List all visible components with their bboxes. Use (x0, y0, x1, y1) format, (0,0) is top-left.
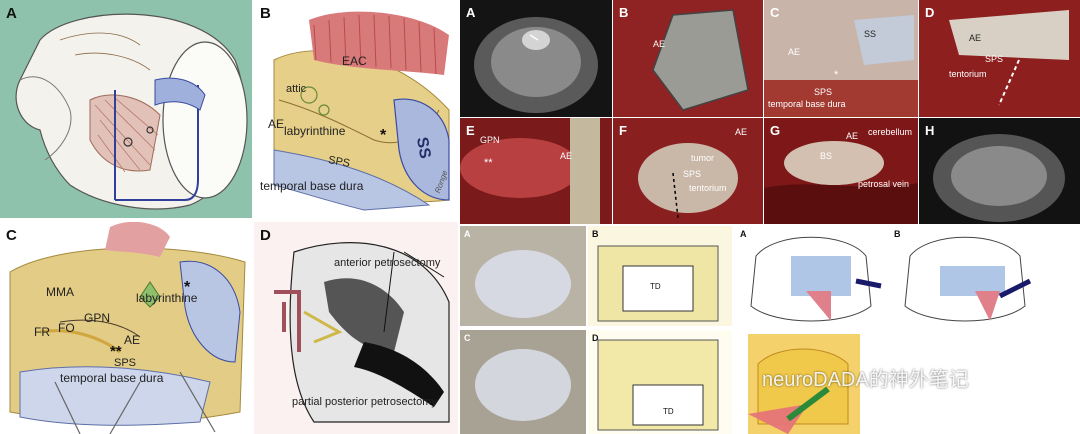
photo-g-petrosal-vein: petrosal vein (858, 179, 910, 189)
photo-e-ae: AE (560, 151, 573, 161)
panel-c-ae: AE (124, 333, 141, 347)
operative-drawing (9, 222, 246, 434)
photo-b-surgery: B AE (613, 0, 763, 117)
cadaver-b-td: TD (650, 282, 661, 291)
fr-label: FR (34, 325, 50, 339)
photo-h-mri: H (919, 118, 1080, 224)
panel-d-label: D (260, 227, 271, 244)
photo-e-label: E (466, 123, 475, 138)
anterior-petrosectomy-label: anterior petrosectomy (334, 257, 441, 269)
photo-g-label: G (770, 123, 781, 138)
watermark: neuroDADA的神外笔记 (762, 369, 969, 391)
photo-e-double-star: ** (484, 157, 493, 169)
panel-c-temporal-base-dura: temporal base dura (60, 371, 164, 385)
photo-g-cerebellum: cerebellum (868, 127, 913, 137)
panel-a-skull-illustration: A (0, 0, 252, 218)
cadaver-c-label: C (464, 333, 471, 343)
panel-c-double-star: ** (110, 343, 122, 360)
ae-label: AE (268, 117, 285, 131)
panel-c-labyrinthine: labyrinthine (136, 291, 198, 305)
photo-a-label: A (466, 5, 476, 20)
cadaver-drawing-d: D TD (588, 330, 732, 434)
fo-label: FO (58, 321, 75, 335)
cadaver-d-td: TD (663, 407, 674, 416)
petrous-drawing (273, 11, 450, 211)
photo-f-tumor: tumor (691, 153, 715, 163)
cadaver-b-label: B (592, 229, 599, 239)
panel-c-illustration: C MMA FR FO GPN labyrinthine AE * ** SPS… (0, 222, 252, 434)
photo-f-sps: SPS (683, 169, 702, 179)
photo-c-dura: temporal base dura (768, 99, 846, 109)
panel-b-illustration: B EAC attic AE labyrinthine * SS SPS tem… (254, 0, 458, 218)
photo-c-star: * (834, 69, 839, 81)
axial-schematic (748, 334, 860, 434)
labyrinthine-label: labyrinthine (284, 124, 346, 138)
temporal-base-dura-label: temporal base dura (260, 179, 364, 193)
photo-d-label: D (925, 5, 935, 20)
photo-a-mri: A (460, 0, 612, 117)
eac-label: EAC (342, 54, 367, 68)
photo-d-sps: SPS (985, 54, 1004, 64)
photo-d-ae: AE (969, 33, 982, 43)
panel-a-label: A (6, 5, 17, 22)
photo-c-surgery: C SS AE * SPS temporal base dura (764, 0, 918, 117)
skull-a-label: A (740, 229, 747, 239)
photo-e-gpn: GPN (480, 135, 500, 145)
skull-b-label: B (894, 229, 901, 239)
photo-d-tentorium: tentorium (949, 69, 987, 79)
photo-f-tentorium: tentorium (689, 183, 727, 193)
photo-c-ss: SS (864, 29, 877, 39)
ss-label: SS (412, 135, 434, 160)
attic-label: attic (286, 83, 307, 95)
photo-e-surgery: E GPN ** AE (460, 118, 612, 224)
photo-g-surgery: G AE cerebellum BS petrosal vein (764, 118, 918, 224)
photo-b-label: B (619, 5, 629, 20)
panel-c-label: C (6, 227, 17, 244)
partial-posterior-petrosectomy-label: partial posterior petrosectomy (292, 396, 437, 408)
cadaver-a-label: A (464, 229, 471, 239)
skull-schematic-b: B (890, 226, 1040, 334)
mma-label: MMA (46, 285, 74, 299)
photo-b-ae: AE (653, 39, 666, 49)
photo-d-surgery: D AE SPS tentorium (919, 0, 1080, 117)
skull-schematic-a: A (736, 226, 886, 334)
cadaver-photo-c: C (460, 330, 586, 434)
gpn-label: GPN (84, 311, 111, 325)
photo-f-surgery: F AE tumor SPS tentorium (613, 118, 763, 224)
star-label: * (380, 127, 387, 144)
photo-g-bs: BS (820, 151, 833, 161)
panel-c-sps: SPS (114, 357, 137, 369)
photo-c-label: C (770, 5, 780, 20)
panel-d-schematic: D anterior petrosectomy partial posterio… (254, 222, 458, 434)
cadaver-drawing-b: B TD (588, 226, 732, 326)
photo-h-label: H (925, 123, 935, 138)
panel-b-label: B (260, 5, 271, 22)
petrosectomy-drawing (274, 242, 450, 423)
photo-c-sps: SPS (814, 87, 833, 97)
skull-drawing (15, 13, 248, 210)
photo-c-ae: AE (788, 47, 801, 57)
photo-g-ae: AE (846, 131, 859, 141)
photo-f-label: F (619, 123, 627, 138)
panel-c-star: * (184, 279, 191, 296)
cadaver-d-label: D (592, 333, 599, 343)
photo-f-ae: AE (735, 127, 748, 137)
cadaver-photo-a: A (460, 226, 586, 326)
